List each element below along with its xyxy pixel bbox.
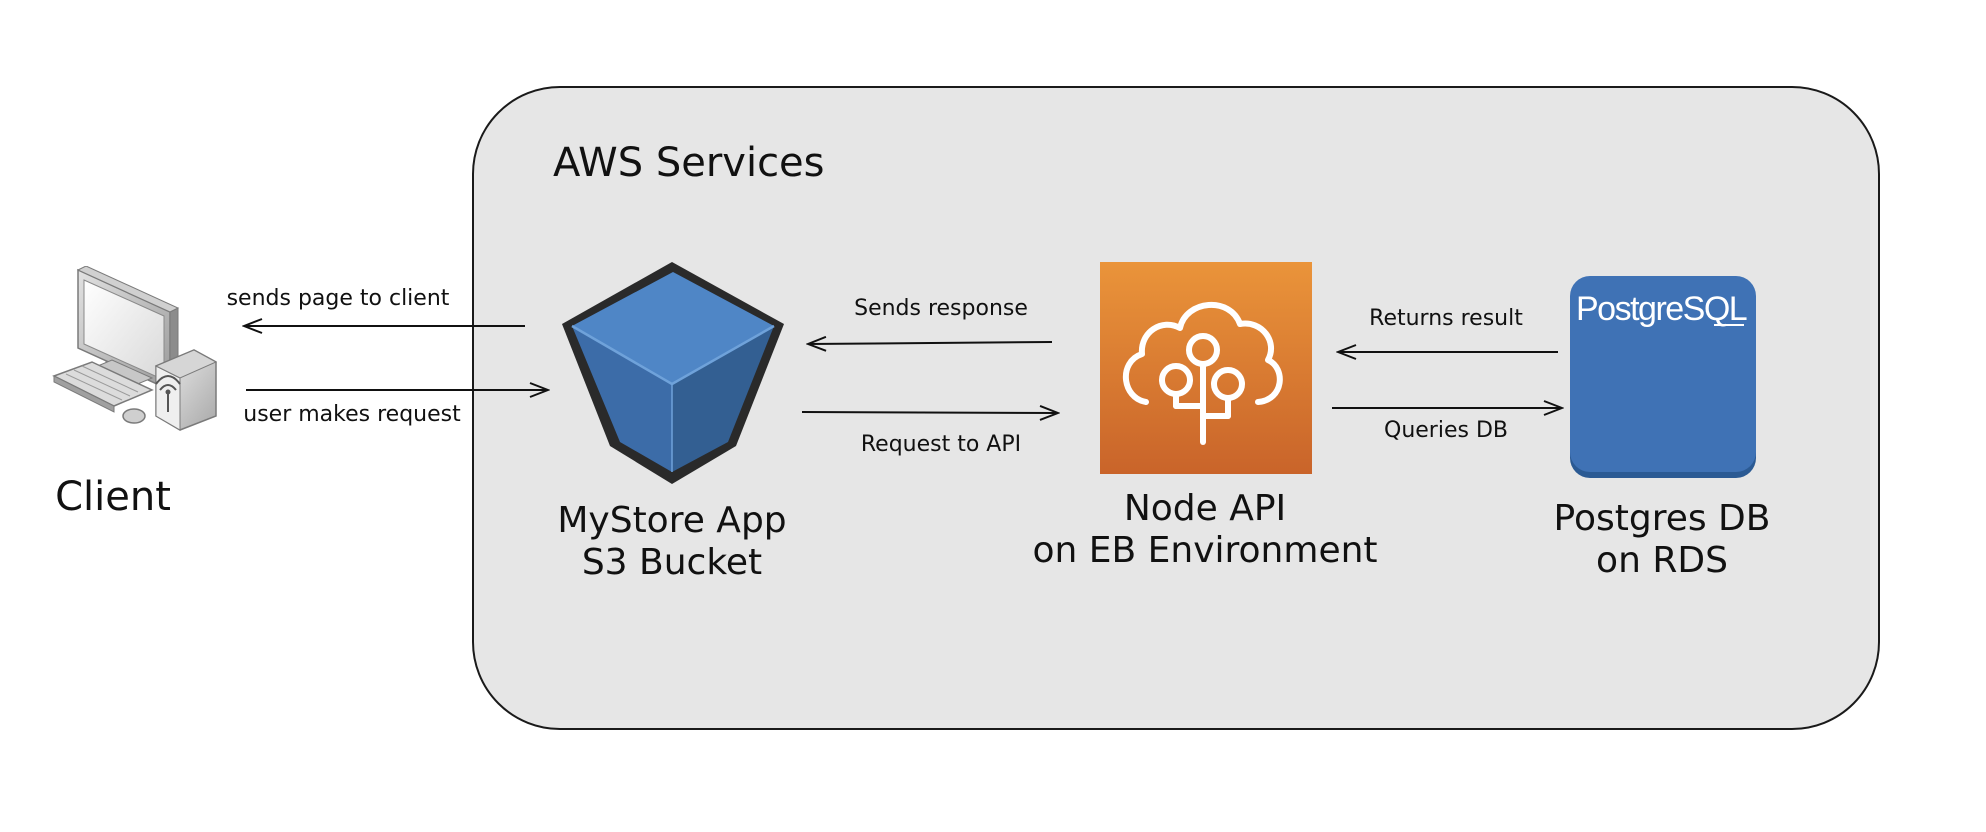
- postgresql-icon: PostgreSQL: [1570, 276, 1756, 472]
- aws-services-title: AWS Services: [553, 140, 825, 186]
- edge-label-db-to-api: Returns result: [1369, 306, 1523, 331]
- edge-label-s3-to-client: sends page to client: [226, 286, 450, 311]
- edge-label-s3-to-api: Request to API: [860, 432, 1022, 457]
- db-label-line1: Postgres DB: [1553, 498, 1771, 539]
- edge-label-api-to-db: Queries DB: [1384, 418, 1508, 443]
- edge-label-client-to-s3: user makes request: [243, 402, 461, 427]
- s3-label-line1: MyStore App: [557, 500, 787, 541]
- edge-label-api-to-s3: Sends response: [854, 296, 1028, 321]
- s3-bucket-icon: [562, 262, 784, 484]
- db-label-line2: on RDS: [1596, 540, 1728, 581]
- api-label-line1: Node API: [1123, 488, 1287, 529]
- postgresql-logo-text: PostgreSQL: [1576, 290, 1748, 328]
- api-label-line2: on EB Environment: [1032, 530, 1378, 571]
- api-label: Node API on EB Environment: [1032, 488, 1377, 572]
- s3-label: MyStore App S3 Bucket: [557, 500, 786, 584]
- postgresql-logo-underline: [1714, 324, 1744, 326]
- elastic-beanstalk-icon: [1100, 262, 1312, 474]
- desktop-computer-icon: [52, 266, 218, 431]
- s3-label-line2: S3 Bucket: [581, 542, 763, 583]
- db-label: Postgres DB on RDS: [1554, 498, 1771, 582]
- client-label: Client: [55, 474, 171, 520]
